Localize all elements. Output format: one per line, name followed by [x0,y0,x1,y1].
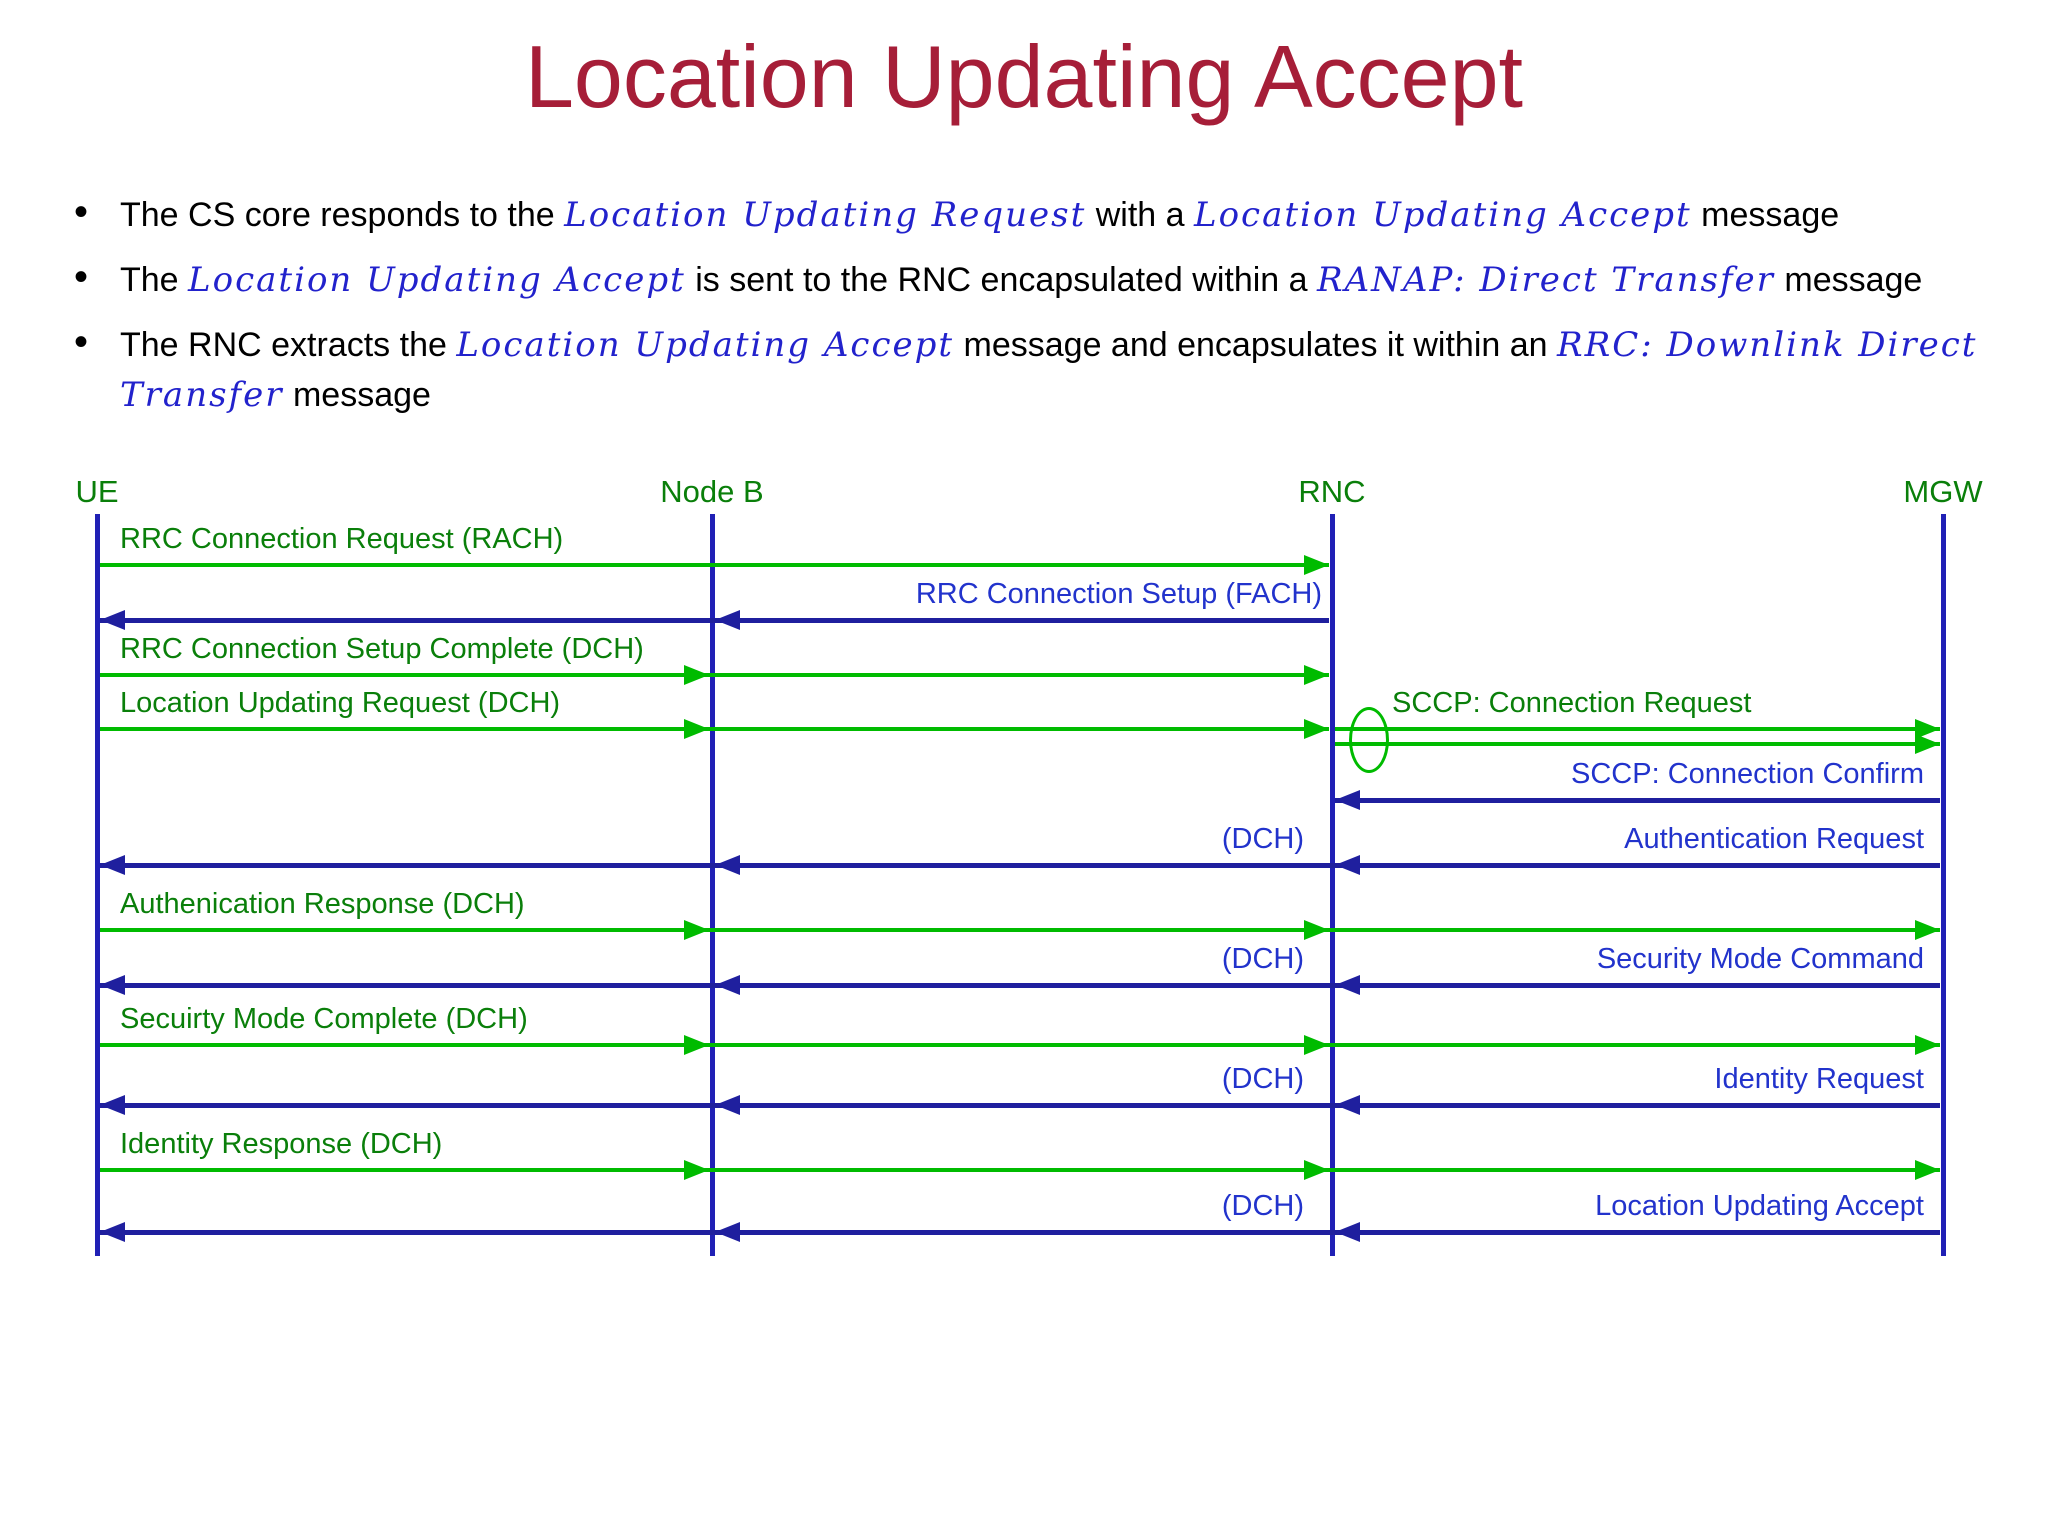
actor-label-rnc: RNC [1298,474,1366,509]
arrowhead-left-icon [1335,855,1360,875]
arrowhead-left-icon [715,975,740,995]
arrowhead-left-icon [1335,1095,1360,1115]
arrowhead-right-icon [1304,665,1329,685]
arrowhead-left-icon [715,1095,740,1115]
arrowhead-left-icon [1335,1222,1360,1242]
message-line [100,983,1940,988]
arrowhead-right-icon [1304,1035,1329,1055]
message-label: (DCH) [1221,943,1304,975]
arrowhead-right-icon [1304,1160,1329,1180]
message-label: Identity Response (DCH) [120,1128,443,1160]
message-line [1335,742,1940,746]
message-line [100,727,1329,731]
arrowhead-left-icon [1335,790,1360,810]
arrowhead-left-icon [100,610,125,630]
lifeline-rnc [1330,514,1335,1256]
arrowhead-right-icon [1304,719,1329,739]
message-label: RRC Connection Request (RACH) [120,523,564,555]
bullet-script-segment: RRC: Downlink Direct Transfer [120,325,1978,415]
bullet-text-segment: message [1774,261,1923,299]
message-line [100,1103,1940,1108]
message-label: Identity Request [1714,1063,1924,1095]
bullet-dot: • [74,190,89,234]
message-line [100,1043,1940,1047]
actor-label-ue: UE [75,474,119,509]
lifeline-mgw [1941,514,1946,1256]
message-line [100,673,1329,677]
arrowhead-left-icon [715,1222,740,1242]
bullet-text-segment: The RNC extracts the [120,326,457,364]
arrowhead-right-icon [1915,1035,1940,1055]
arrowhead-right-icon [684,719,709,739]
arrowhead-right-icon [1304,920,1329,940]
bullet-dot: • [74,320,89,364]
bullet-text-segment: message [1691,196,1840,234]
arrowhead-right-icon [684,665,709,685]
bullet-item-3: • The RNC extracts the Location Updating … [72,320,2002,420]
arrowhead-right-icon [684,920,709,940]
message-label: (DCH) [1221,823,1304,855]
arrowhead-left-icon [715,610,740,630]
message-label: SCCP: Connection Confirm [1571,758,1924,790]
message-line [100,1230,1940,1235]
message-label: Authenication Response (DCH) [120,888,525,920]
arrowhead-right-icon [1304,555,1329,575]
arrowhead-left-icon [715,855,740,875]
arrowhead-right-icon [1915,1160,1940,1180]
bullet-text-segment: message [283,376,431,414]
bullet-list: • The CS core responds to the Location Up… [72,190,2002,435]
arrowhead-left-icon [100,975,125,995]
message-label: Security Mode Command [1596,943,1924,975]
arrowhead-right-icon [1915,920,1940,940]
bullet-script-segment: Location Updating Accept [188,260,686,300]
arrowhead-left-icon [1335,975,1360,995]
bullet-text-segment: is sent to the RNC encapsulated within a [685,261,1318,299]
message-line [100,1168,1940,1172]
bullet-text-segment: The CS core responds to the [120,196,565,234]
message-line [100,928,1940,932]
message-label: Location Updating Accept [1595,1190,1924,1222]
bullet-text-segment: The [120,261,189,299]
message-label: RRC Connection Setup Complete (DCH) [120,633,644,665]
arrowhead-right-icon [684,1035,709,1055]
bullet-script-segment: Location Updating Accept [1194,195,1692,235]
bullet-script-segment: Location Updating Accept [456,325,955,365]
arrowhead-left-icon [100,855,125,875]
arrowhead-right-icon [684,1160,709,1180]
bullet-script-segment: Location Updating Request [564,195,1087,235]
message-label: Authentication Request [1624,823,1924,855]
message-line [100,863,1940,868]
message-label: Secuirty Mode Complete (DCH) [120,1003,528,1035]
actor-label-mgw: MGW [1903,474,1983,509]
message-line [1335,798,1940,803]
bullet-item-1: • The CS core responds to the Location Up… [72,190,2002,240]
message-label: (DCH) [1221,1063,1304,1095]
arrowhead-right-icon [1915,734,1940,754]
page-title: Location Updating Accept [524,27,1524,126]
bullet-text-segment: with a [1086,196,1194,234]
message-line [1335,727,1940,731]
message-line [100,563,1329,567]
bullet-dot: • [74,255,89,299]
lifeline-ue [95,514,100,1256]
message-label: SCCP: Connection Request [1392,687,1752,719]
message-label: (DCH) [1221,1190,1304,1222]
bullet-item-2: • The Location Updating Accept is sent to… [72,255,2002,305]
bullet-script-segment: RANAP: Direct Transfer [1317,260,1775,300]
actor-label-nodeb: Node B [660,474,764,509]
message-line [100,618,1329,623]
message-label: RRC Connection Setup (FACH) [915,578,1322,610]
lifeline-nodeb [710,514,715,1256]
message-label: Location Updating Request (DCH) [120,687,561,719]
arrowhead-left-icon [100,1222,125,1242]
bullet-text-segment: message and encapsulates it within an [954,326,1557,364]
arrowhead-left-icon [100,1095,125,1115]
message-group-ellipse [1349,707,1389,773]
